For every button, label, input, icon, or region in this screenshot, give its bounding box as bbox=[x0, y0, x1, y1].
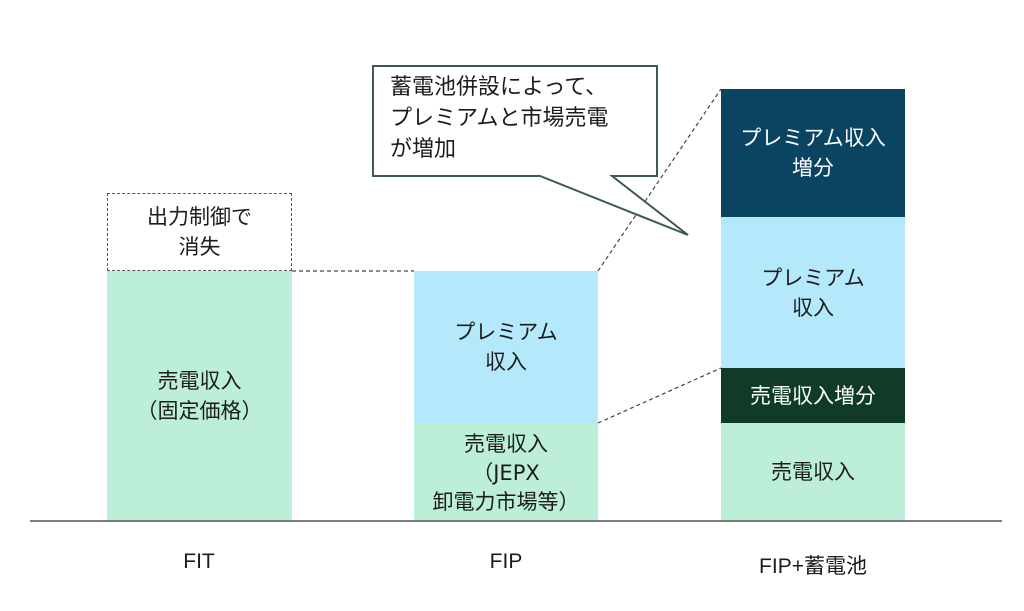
category-label-fip-battery: FIP+蓄電池 bbox=[759, 555, 867, 578]
fip-battery-premium-label: プレミアム 収入 bbox=[761, 265, 865, 320]
fip-sales-revenue-label: 売電収入 （JEPX 卸電力市場等） bbox=[432, 431, 580, 514]
callout-text: 蓄電池併設によって、 プレミアムと市場売電 が増加 bbox=[390, 75, 609, 162]
callout-bubble bbox=[372, 65, 689, 236]
fip-premium-segment: プレミアム 収入 bbox=[414, 271, 598, 423]
fit-sales-revenue-segment: 売電収入 （固定価格） bbox=[107, 271, 292, 521]
fip-battery-sales-revenue-segment: 売電収入 bbox=[721, 423, 905, 521]
connector-fip-sales-to-battery-sales bbox=[597, 367, 722, 424]
fip-battery-sales-increase-segment: 売電収入増分 bbox=[721, 368, 905, 423]
fit-lost-output-segment: 出力制御で 消失 bbox=[107, 193, 292, 271]
fip-premium-label: プレミアム 収入 bbox=[454, 320, 558, 374]
category-label-fip: FIP bbox=[489, 550, 523, 573]
fit-lost-output-label: 出力制御で 消失 bbox=[147, 205, 252, 259]
category-label-fit: FIT bbox=[183, 550, 215, 573]
fit-sales-revenue-label: 売電収入 （固定価格） bbox=[136, 369, 263, 423]
connector-fip-premium-to-battery-top bbox=[597, 88, 722, 272]
fip-battery-premium-increase-label: プレミアム収入 増分 bbox=[740, 126, 886, 180]
fip-battery-premium-increase-segment: プレミアム収入 増分 bbox=[721, 89, 905, 217]
fip-battery-premium-segment: プレミアム 収入 bbox=[721, 217, 905, 368]
fip-sales-revenue-segment: 売電収入 （JEPX 卸電力市場等） bbox=[414, 423, 598, 521]
fip-battery-sales-revenue-label: 売電収入 bbox=[771, 460, 855, 484]
fip-battery-sales-increase-label: 売電収入増分 bbox=[750, 383, 876, 408]
